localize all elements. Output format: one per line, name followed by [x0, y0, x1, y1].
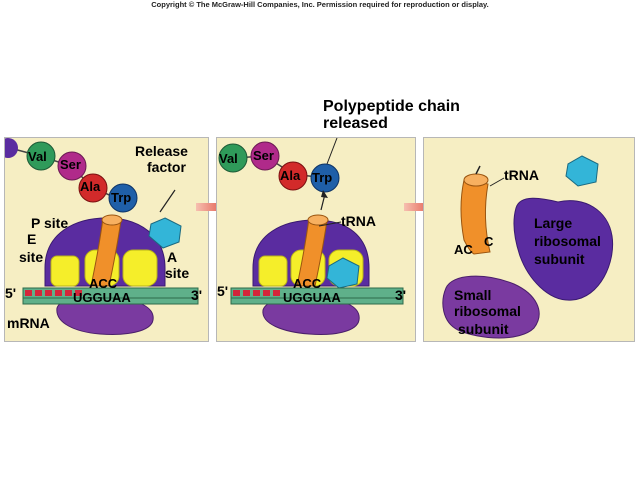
- small-subunit-label-1: Small: [454, 287, 491, 303]
- trna-label: tRNA: [341, 213, 376, 229]
- release-factor-label-1: Release: [135, 143, 188, 159]
- e-site-label-1: E: [27, 231, 36, 247]
- amino-acid-val: [218, 143, 248, 173]
- panel-release-factor-binding: Val Ser Ala Trp Release factor P site: [4, 137, 209, 342]
- panel-2-diagram: Val Ser Ala Trp tRNA ACC UGGUAA 5' 3': [217, 138, 406, 335]
- amino-acid-label-val: Val: [219, 151, 238, 166]
- small-ribosomal-subunit: [442, 275, 540, 339]
- a-site-region: [122, 249, 158, 287]
- trna: [460, 179, 491, 255]
- large-subunit-label-3: subunit: [534, 251, 585, 267]
- trna: [90, 217, 122, 287]
- large-ribosomal-subunit: [513, 197, 614, 301]
- amino-acid-trp: [108, 183, 138, 213]
- release-factor-label-2: factor: [147, 159, 186, 175]
- large-subunit-label-1: Large: [534, 215, 572, 231]
- amino-acid-trp: [310, 163, 340, 193]
- small-subunit-label-2: ribosomal: [454, 303, 521, 319]
- anticodon-label: ACC: [89, 276, 118, 291]
- amino-acid-ala: [78, 173, 108, 203]
- large-subunit-label-2: ribosomal: [534, 233, 601, 249]
- panel-3-diagram: tRNA AC C Large ribosomal subunit Small …: [442, 155, 614, 339]
- amino-acid-val: [26, 141, 56, 171]
- panel-1-diagram: Val Ser Ala Trp Release factor P site: [5, 138, 202, 335]
- a-site-label-1: A: [167, 249, 177, 265]
- three-prime-label: 3': [191, 287, 202, 303]
- codon-sequence-label: UGGUAA: [73, 290, 131, 305]
- five-prime-label: 5': [217, 283, 228, 299]
- anticodon-label-left: AC: [454, 242, 473, 257]
- three-prime-label: 3': [395, 287, 406, 303]
- amino-acid-ala: [278, 161, 308, 191]
- amino-acid-label-ala: Ala: [80, 179, 101, 194]
- codon-sequence-label: UGGUAA: [283, 290, 341, 305]
- title-line-1: Polypeptide chain: [323, 98, 460, 115]
- title-line-2: released: [323, 115, 388, 132]
- amino-acid-ser: [250, 141, 280, 171]
- trna: [296, 217, 328, 287]
- small-subunit-label-3: subunit: [458, 321, 509, 337]
- amino-acid-label-trp: Trp: [111, 190, 131, 205]
- amino-acid-label-val: Val: [28, 149, 47, 164]
- amino-acid-partial: [5, 138, 18, 158]
- amino-acid-label-trp: Trp: [312, 170, 332, 185]
- amino-acid-ser: [57, 151, 87, 181]
- five-prime-label: 5': [5, 285, 16, 301]
- e-site-region: [258, 255, 288, 287]
- anticodon-label: ACC: [293, 276, 322, 291]
- a-site-label-2: site: [165, 265, 189, 281]
- amino-acid-label-ala: Ala: [280, 168, 301, 183]
- amino-acid-label-ser: Ser: [60, 157, 81, 172]
- copyright-notice: Copyright © The McGraw-Hill Companies, I…: [151, 0, 489, 9]
- e-site-label-2: site: [19, 249, 43, 265]
- anticodon-label-right: C: [484, 234, 494, 249]
- release-factor: [565, 155, 599, 187]
- trna-label: tRNA: [504, 167, 539, 183]
- release-factor: [148, 217, 182, 249]
- e-site-region: [50, 255, 80, 287]
- p-site-label: P site: [31, 215, 68, 231]
- amino-acid-label-ser: Ser: [253, 148, 274, 163]
- mrna-label: mRNA: [7, 315, 50, 331]
- polypeptide-released-title: Polypeptide chain released: [323, 98, 460, 132]
- panel-polypeptide-release: Val Ser Ala Trp tRNA ACC UGGUAA 5' 3': [216, 137, 416, 342]
- panel-ribosome-dissociation: tRNA AC C Large ribosomal subunit Small …: [423, 137, 635, 342]
